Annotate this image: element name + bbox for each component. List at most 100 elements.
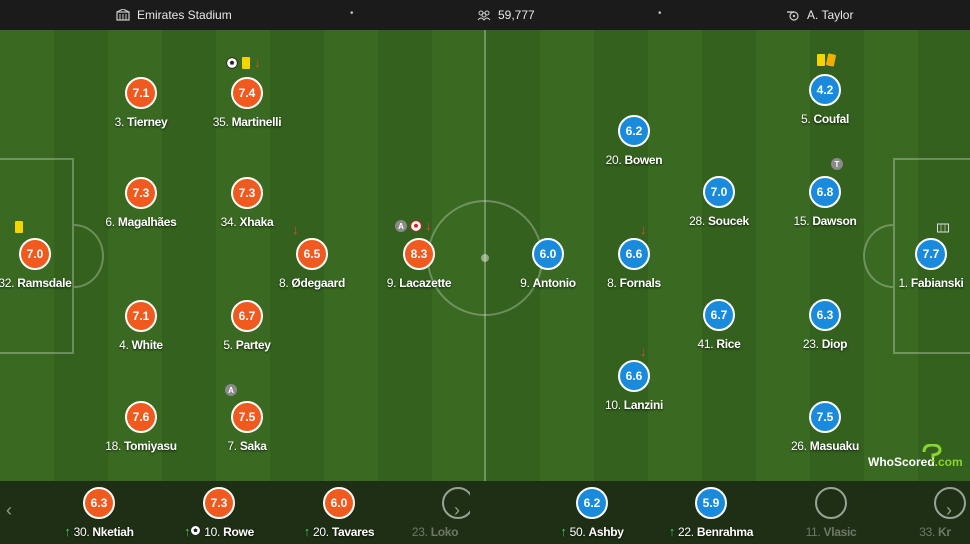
attendance-info: 59,777 (477, 0, 535, 30)
player-card[interactable]: 7.0 32. Ramsdale (0, 221, 95, 298)
player-card[interactable]: A ↓ 8.3 9. Lacazette (359, 219, 479, 298)
player-card[interactable]: 6.0 9. Antonio (488, 238, 608, 298)
player-rating: 6.0 (323, 487, 355, 519)
player-card[interactable]: 7.5 26. Masuaku (765, 401, 885, 461)
separator-dot: • (350, 8, 354, 19)
player-rating: 6.7 (703, 299, 735, 331)
player-card[interactable]: ↓ 6.5 8. Ødegaard (252, 223, 372, 298)
player-rating: 6.3 (83, 487, 115, 519)
player-name: 5. Coufal (801, 112, 849, 126)
event-icons: A ↓ (395, 218, 432, 233)
bench-next-arrow[interactable]: › (454, 500, 460, 520)
player-name: 33. Kr (919, 525, 951, 539)
separator-dot: • (658, 8, 662, 19)
stadium-icon (116, 9, 130, 21)
player-rating: 6.8 (809, 176, 841, 208)
sub-off-icon: ↓ (640, 344, 647, 359)
sub-off-icon: ↓ (425, 218, 432, 233)
player-card[interactable]: ↓ 6.6 10. Lanzini (574, 345, 694, 420)
player-name: 32. Ramsdale (0, 276, 72, 290)
player-name: 1. Fabianski (898, 276, 964, 290)
player-name: 8. Ødegaard (278, 276, 346, 290)
assist-icon: A (225, 384, 237, 396)
whoscored-logo: WhoScored.com (868, 455, 963, 469)
bench-player[interactable]: 7.3 ↑ 10. Rowe (154, 481, 284, 544)
player-card[interactable]: A 7.5 7. Saka (187, 384, 307, 461)
player-name: 7. Saka (227, 439, 267, 453)
player-name: 3. Tierney (114, 115, 168, 129)
player-rating: 7.0 (703, 176, 735, 208)
player-card[interactable]: ↓ 7.4 35. Martinelli (187, 56, 307, 137)
player-card[interactable]: 7.1 3. Tierney (81, 77, 201, 137)
player-name: 6. Magalhães (105, 215, 177, 229)
sub-on-icon: ↑ (64, 524, 71, 539)
event-icons: A (225, 384, 237, 396)
yellow-card-icon (817, 54, 825, 66)
empty-rating-ring (934, 487, 966, 519)
player-name: 10. Lanzini (604, 398, 664, 412)
player-card[interactable]: 6.7 5. Partey (187, 300, 307, 360)
sub-on-icon: ↑ (184, 524, 191, 539)
player-card[interactable]: ↓ 6.6 8. Fornals (574, 223, 694, 298)
player-rating: 7.3 (231, 177, 263, 209)
player-card[interactable]: 7.1 4. White (81, 300, 201, 360)
logo-mark-icon (922, 444, 942, 462)
player-name: 35. Martinelli (212, 115, 282, 129)
player-name: 23. Loko (411, 525, 459, 539)
player-name: 9. Lacazette (386, 276, 452, 290)
player-rating: 8.3 (403, 238, 435, 270)
sub-on-icon: ↑ (560, 524, 567, 539)
player-card[interactable]: 7.7 1. Fabianski (871, 223, 970, 298)
bench-player[interactable]: 5.9 ↑ 22. Benrahma (646, 481, 776, 544)
player-name: 4. White (119, 338, 163, 352)
bench-player[interactable]: 6.3 ↑ 30. Nketiah (34, 481, 164, 544)
bench-player-unused[interactable]: 11. Vlasic (766, 481, 896, 544)
player-rating: 7.7 (915, 238, 947, 270)
player-card[interactable]: 6.3 23. Diop (765, 299, 885, 359)
assist-icon: A (395, 220, 407, 232)
event-icons (937, 220, 949, 238)
player-name: ↑ 20. Tavares (303, 524, 375, 539)
player-rating: 6.7 (231, 300, 263, 332)
player-rating: 7.4 (231, 77, 263, 109)
player-card[interactable]: 6.7 41. Rice (659, 299, 779, 359)
event-icons (817, 53, 837, 67)
event-icons: ↓ (640, 343, 647, 361)
player-card[interactable]: 6.2 20. Bowen (574, 115, 694, 175)
bench-player[interactable]: 6.2 ↑ 50. Ashby (527, 481, 657, 544)
player-name: ↑ 30. Nketiah (64, 524, 134, 539)
stadium-name: Emirates Stadium (137, 8, 232, 22)
player-name: 9. Antonio (520, 276, 576, 290)
substitutes-bench: 6.3 ↑ 30. Nketiah 7.3 ↑ 10. Rowe 6.0 ↑ 2… (0, 481, 970, 544)
player-card[interactable]: 4.2 5. Coufal (765, 53, 885, 134)
stadium-info: Emirates Stadium (116, 0, 232, 30)
goal-icon (226, 57, 238, 69)
player-card[interactable]: 7.0 28. Soucek (659, 176, 779, 236)
player-name: 8. Fornals (607, 276, 661, 290)
sub-on-icon: ↑ (303, 524, 311, 539)
player-name: 15. Dawson (793, 214, 857, 228)
player-card[interactable]: T 6.8 15. Dawson (765, 158, 885, 236)
bench-player-unused[interactable]: 23. Loko (400, 481, 470, 544)
player-name: ↑ 22. Benrahma (668, 524, 754, 539)
player-rating: 6.2 (618, 115, 650, 147)
player-rating: 7.0 (19, 238, 51, 270)
player-name: 11. Vlasic (805, 525, 857, 539)
player-card[interactable]: 7.6 18. Tomiyasu (81, 401, 201, 461)
bench-player[interactable]: 6.0 ↑ 20. Tavares (274, 481, 404, 544)
player-card[interactable]: 7.3 34. Xhaka (187, 177, 307, 237)
player-name: 18. Tomiyasu (105, 439, 177, 453)
player-card[interactable]: 7.3 6. Magalhães (81, 177, 201, 237)
referee-icon (787, 11, 799, 21)
bench-next-arrow-away[interactable]: › (946, 500, 952, 520)
player-name: ↑ 50. Ashby (560, 524, 624, 539)
player-rating: 7.3 (203, 487, 235, 519)
bench-prev-arrow[interactable]: ‹ (6, 500, 12, 520)
player-name: 28. Soucek (689, 214, 749, 228)
player-name: 23. Diop (802, 337, 848, 351)
player-rating: 6.2 (576, 487, 608, 519)
bench-player-unused[interactable]: 33. Kr (900, 481, 970, 544)
event-icons: ↓ (640, 221, 647, 239)
home-penalty-area (0, 158, 74, 354)
